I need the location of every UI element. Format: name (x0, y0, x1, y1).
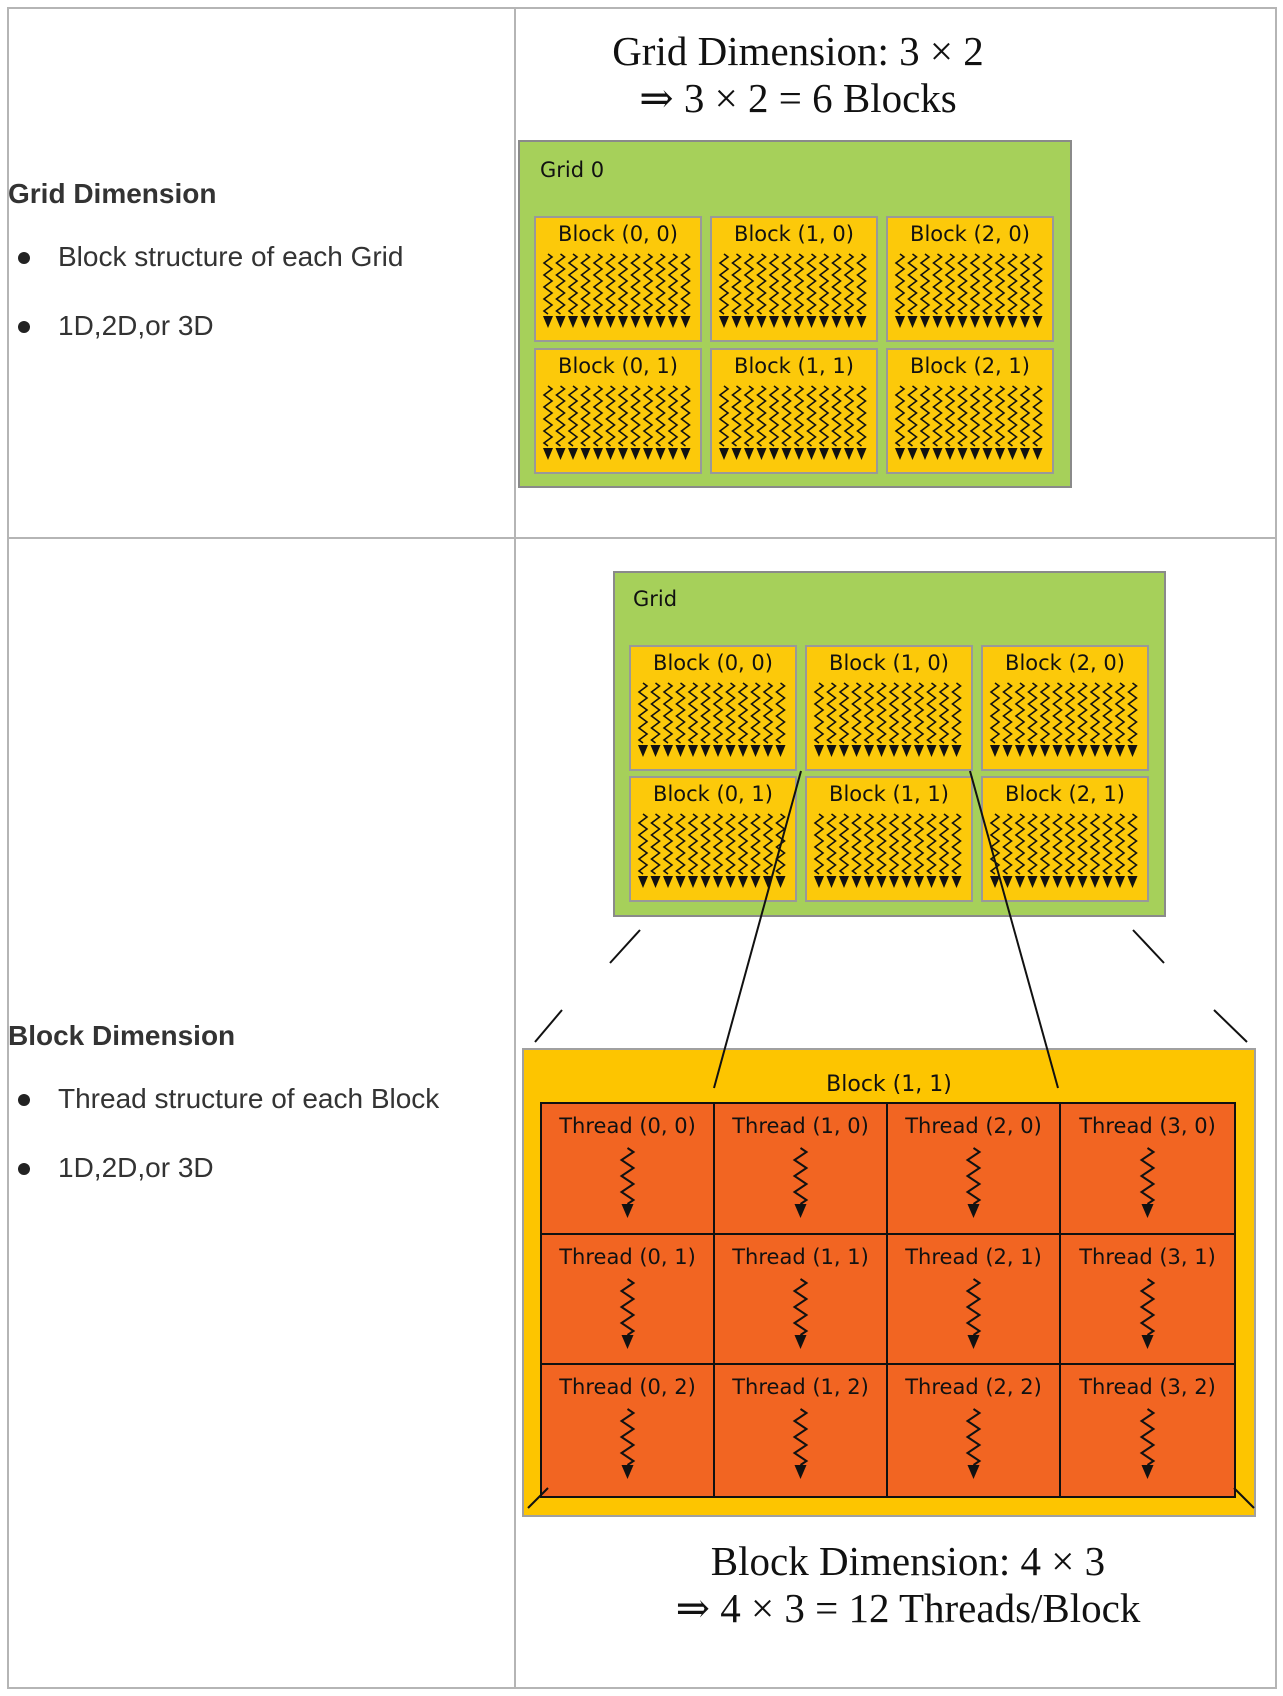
grid-label: Grid (633, 587, 678, 611)
thread-wave-icon (894, 385, 1043, 460)
thread-0-0: Thread (0, 0) (542, 1104, 715, 1235)
thread-arrow-icon (965, 1277, 982, 1349)
zoomed-block-1-1: Block (1, 1) Thread (0, 0) Thread (1, 0)… (522, 1048, 1256, 1517)
grid-dimension-section: Grid Dimension Block structure of each G… (8, 178, 488, 378)
thread-wave-icon (989, 813, 1138, 888)
thread-label: Thread (1, 1) (732, 1244, 869, 1269)
thread-0-1: Thread (0, 1) (542, 1234, 715, 1366)
block-0-1: Block (0, 1) (629, 776, 797, 902)
thread-wave-icon (813, 682, 962, 757)
block-2-1: Block (2, 1) (886, 348, 1054, 474)
bullet-item: Thread structure of each Block (8, 1082, 488, 1116)
thread-arrow-icon (619, 1408, 636, 1480)
thread-2-2: Thread (2, 2) (888, 1365, 1061, 1496)
block-label: Block (0, 1) (558, 354, 678, 378)
grid-caption-line-1: Grid Dimension: 3 × 2 (612, 28, 984, 74)
thread-label: Thread (2, 0) (905, 1114, 1042, 1138)
block-label: Block (1, 1) (734, 354, 854, 378)
thread-arrow-icon (965, 1147, 982, 1218)
block-caption-line-1: Block Dimension: 4 × 3 (710, 1538, 1106, 1584)
thread-label: Thread (2, 1) (905, 1244, 1042, 1269)
thread-label: Thread (3, 2) (1079, 1375, 1216, 1400)
thread-wave-icon (894, 253, 1043, 328)
block-label: Block (2, 0) (1005, 651, 1125, 675)
thread-arrow-icon (792, 1277, 809, 1349)
grid-dimension-heading: Grid Dimension (8, 178, 217, 209)
block-label: Block (2, 1) (910, 354, 1030, 378)
block-dimension-section: Block Dimension Thread structure of each… (8, 1020, 488, 1220)
thread-arrow-icon (1139, 1277, 1156, 1349)
thread-label: Thread (0, 1) (559, 1244, 696, 1269)
thread-wave-icon (542, 385, 691, 460)
thread-wave-icon (718, 385, 867, 460)
thread-label: Thread (1, 0) (732, 1114, 869, 1138)
thread-label: Thread (3, 1) (1079, 1244, 1216, 1269)
block-1-1: Block (1, 1) (805, 776, 973, 902)
row-divider (9, 537, 1275, 539)
thread-label: Thread (1, 2) (732, 1375, 869, 1400)
thread-1-2: Thread (1, 2) (715, 1365, 888, 1496)
thread-wave-icon (542, 253, 691, 328)
block-label: Block (1, 1) (829, 782, 949, 806)
thread-1-0: Thread (1, 0) (715, 1104, 888, 1235)
thread-2-0: Thread (2, 0) (888, 1104, 1061, 1235)
grid-diagram: Grid Block (0, 0) Block (1, 0) Block (2,… (613, 571, 1166, 917)
thread-0-2: Thread (0, 2) (542, 1365, 715, 1496)
grid-dimension-caption: Grid Dimension: 3 × 2 ⇒ 3 × 2 = 6 Blocks (518, 28, 1078, 122)
thread-arrow-icon (619, 1277, 636, 1349)
grid-caption-line-2: ⇒ 3 × 2 = 6 Blocks (639, 75, 957, 121)
block-dimension-heading: Block Dimension (8, 1020, 236, 1051)
bullet-item: Block structure of each Grid (8, 240, 488, 274)
block-caption-line-2: ⇒ 4 × 3 = 12 Threads/Block (675, 1585, 1141, 1631)
thread-arrow-icon (792, 1408, 809, 1480)
block-label: Block (2, 0) (910, 222, 1030, 246)
layout-table (7, 7, 1277, 1689)
block-2-0: Block (2, 0) (886, 216, 1054, 342)
block-1-1: Block (1, 1) (710, 348, 878, 474)
thread-3-2: Thread (3, 2) (1061, 1365, 1234, 1496)
block-label: Block (1, 0) (829, 651, 949, 675)
block-1-0: Block (1, 0) (805, 645, 973, 771)
block-0-1: Block (0, 1) (534, 348, 702, 474)
thread-grid: Thread (0, 0) Thread (1, 0) Thread (2, 0… (540, 1102, 1236, 1498)
thread-2-1: Thread (2, 1) (888, 1234, 1061, 1366)
block-label: Block (1, 0) (734, 222, 854, 246)
grid-0-label: Grid 0 (540, 158, 605, 182)
thread-1-1: Thread (1, 1) (715, 1234, 888, 1366)
thread-arrow-icon (619, 1147, 636, 1218)
column-divider (514, 9, 516, 1687)
thread-label: Thread (0, 0) (559, 1114, 696, 1138)
thread-wave-icon (718, 253, 867, 328)
thread-wave-icon (813, 813, 962, 888)
thread-wave-icon (637, 813, 786, 888)
block-0-0: Block (0, 0) (534, 216, 702, 342)
thread-label: Thread (0, 2) (559, 1375, 696, 1400)
block-label: Block (0, 0) (558, 222, 678, 246)
block-2-0: Block (2, 0) (981, 645, 1149, 771)
block-1-0: Block (1, 0) (710, 216, 878, 342)
thread-3-1: Thread (3, 1) (1061, 1235, 1234, 1366)
grid-dimension-bullets: Block structure of each Grid 1D,2D,or 3D (8, 240, 488, 343)
thread-wave-icon (989, 682, 1138, 757)
thread-arrow-icon (965, 1408, 982, 1480)
block-dimension-caption: Block Dimension: 4 × 3 ⇒ 4 × 3 = 12 Thre… (588, 1538, 1228, 1632)
thread-arrow-icon (1139, 1408, 1156, 1480)
bullet-item: 1D,2D,or 3D (8, 309, 488, 343)
thread-wave-icon (637, 682, 786, 757)
block-label: Block (0, 0) (653, 651, 773, 675)
grid-0-diagram: Grid 0 Block (0, 0) Block (1, 0) Block (… (518, 140, 1072, 488)
thread-arrow-icon (1139, 1147, 1156, 1218)
thread-label: Thread (3, 0) (1079, 1114, 1216, 1138)
thread-label: Thread (2, 2) (905, 1375, 1042, 1400)
block-dimension-bullets: Thread structure of each Block 1D,2D,or … (8, 1082, 488, 1185)
bullet-item: 1D,2D,or 3D (8, 1151, 488, 1185)
block-2-1: Block (2, 1) (981, 776, 1149, 902)
block-0-0: Block (0, 0) (629, 645, 797, 771)
zoomed-block-label: Block (1, 1) (826, 1072, 952, 1097)
thread-3-0: Thread (3, 0) (1061, 1104, 1234, 1235)
thread-arrow-icon (792, 1147, 809, 1218)
